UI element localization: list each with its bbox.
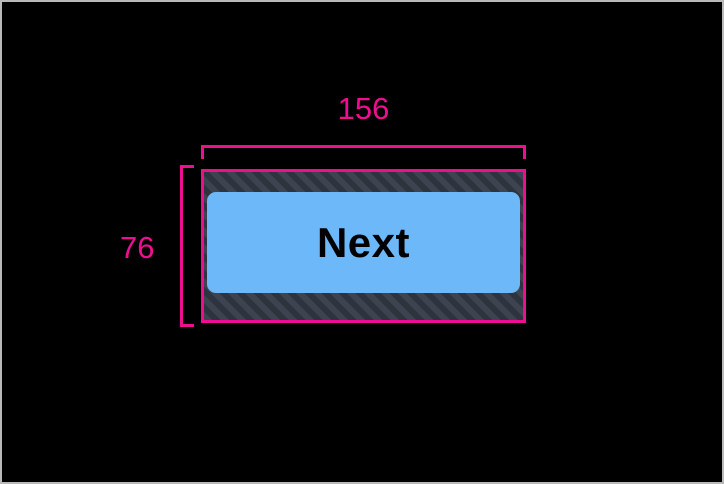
height-dimension-label: 76	[120, 230, 155, 265]
next-button[interactable]: Next	[207, 192, 520, 293]
next-button-label: Next	[316, 218, 411, 266]
height-dimension-bracket	[180, 165, 194, 327]
width-dimension-bracket	[201, 145, 526, 159]
width-dimension-label: 156	[337, 91, 390, 126]
selection-rectangle[interactable]	[201, 169, 526, 323]
